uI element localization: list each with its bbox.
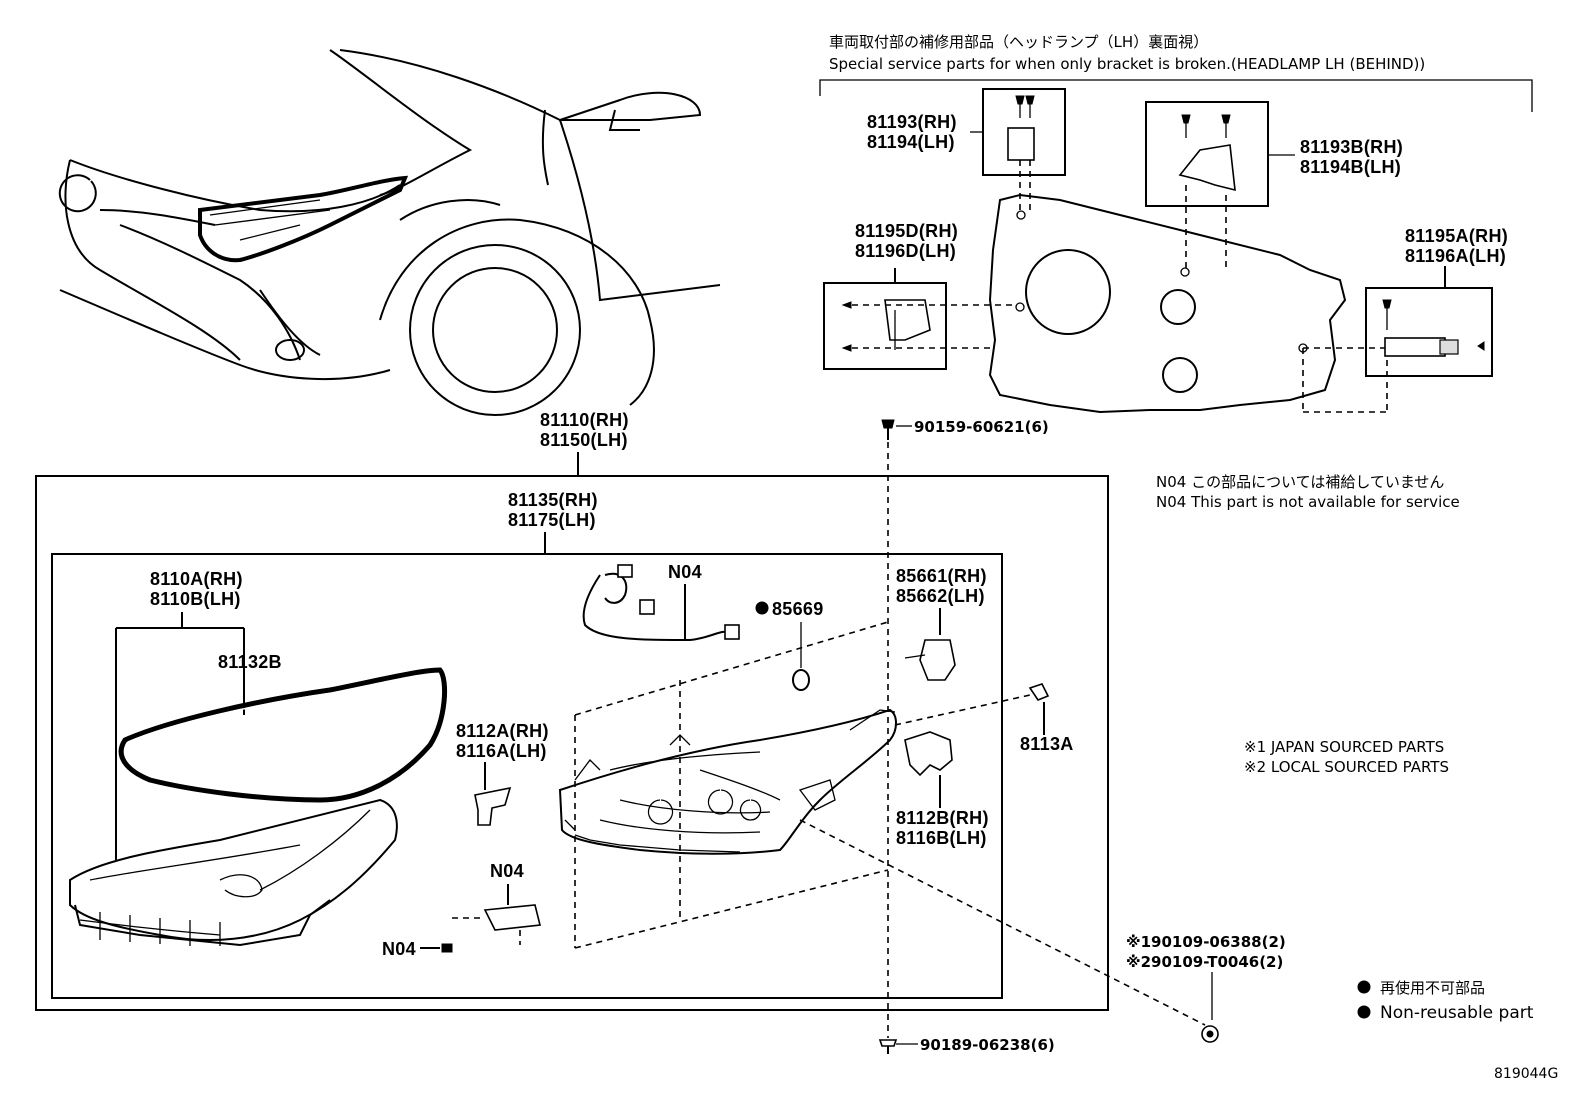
label-bolt-90159: 90159-60621(6)	[914, 418, 1049, 436]
label-8110A: 8110A(RH)	[150, 569, 243, 589]
part-box-81195A	[1365, 287, 1493, 377]
o-ring-85669	[792, 669, 810, 691]
assembly-box-81135	[51, 553, 1003, 999]
screw-n04-icon	[441, 943, 453, 953]
part-box-81193B	[1145, 101, 1269, 207]
bulb-socket-8113A	[1028, 683, 1050, 701]
legend-non-reusable-jp: 再使用不可部品	[1380, 979, 1485, 997]
actuator-85661	[904, 639, 956, 681]
headlamp-housing-81135	[558, 708, 897, 855]
label-8112A: 8112A(RH)	[456, 721, 549, 741]
label-85669: 85669	[772, 599, 824, 619]
label-nut-90189: 90189-06238(6)	[920, 1036, 1055, 1054]
bracket-81195D-icon	[841, 299, 931, 352]
legend-dot-en	[1357, 1005, 1371, 1019]
label-screw-local: ※290109-T0046(2)	[1126, 953, 1283, 971]
label-81193B: 81193B(RH)	[1300, 137, 1403, 157]
label-81194B: 81194B(LH)	[1300, 157, 1401, 177]
bracket-81195A-icon	[1382, 299, 1485, 357]
lens-8110A	[69, 798, 398, 947]
label-81132B: 81132B	[218, 652, 282, 672]
assembly-box-81110	[35, 475, 1109, 1011]
label-8116B: 8116B(LH)	[896, 828, 987, 848]
label-8116A: 8116A(LH)	[456, 741, 547, 761]
label-n04-module: N04	[490, 861, 524, 881]
label-81195A: 81195A(RH)	[1405, 226, 1508, 246]
bracket-81193B-icon	[1178, 114, 1236, 192]
nut-90189-icon	[878, 1039, 898, 1054]
legend-dot-jp	[1357, 980, 1371, 994]
bracket-8112B	[904, 731, 953, 777]
bolt-90159-icon	[881, 419, 895, 440]
label-n04-wire: N04	[668, 562, 702, 582]
label-81135: 81135(RH)	[508, 490, 598, 510]
figure-id: 819044G	[1494, 1066, 1558, 1082]
label-81194: 81194(LH)	[867, 132, 955, 152]
gasket-81132B	[118, 667, 448, 803]
header-bracket	[819, 79, 1533, 112]
note-n04-en: N04 This part is not available for servi…	[1156, 493, 1460, 511]
label-81195D: 81195D(RH)	[855, 221, 958, 241]
legend-non-reusable-en: Non-reusable part	[1380, 1003, 1534, 1023]
wire-harness-n04	[582, 564, 740, 642]
car-front-illustration	[58, 49, 721, 416]
note-n04-jp: N04 この部品については補給していません	[1156, 473, 1444, 491]
label-screw-japan: ※190109-06388(2)	[1126, 933, 1286, 951]
label-85662: 85662(LH)	[896, 586, 985, 606]
ecu-module-n04	[452, 904, 541, 945]
label-8110B: 8110B(LH)	[150, 589, 241, 609]
label-81110: 81110(RH)	[540, 410, 629, 430]
non-reusable-dot-85669	[755, 601, 769, 615]
header-jp: 車両取付部の補修用部品（ヘッドランプ（LH）裏面視）	[829, 33, 1208, 51]
screw-90109-icon	[1201, 1025, 1219, 1043]
clip-81193-icon	[1007, 95, 1035, 161]
headlamp-back-housing	[988, 193, 1347, 414]
part-box-81195D	[823, 282, 947, 370]
label-8113A: 8113A	[1020, 734, 1074, 754]
note-japan-sourced: ※1 JAPAN SOURCED PARTS	[1244, 738, 1444, 756]
label-8112B: 8112B(RH)	[896, 808, 989, 828]
label-n04-screw: N04	[382, 939, 416, 959]
label-81150: 81150(LH)	[540, 430, 628, 450]
bracket-8112A	[474, 786, 512, 826]
label-81196D: 81196D(LH)	[855, 241, 956, 261]
label-81175: 81175(LH)	[508, 510, 596, 530]
header-en: Special service parts for when only brac…	[829, 55, 1425, 73]
note-local-sourced: ※2 LOCAL SOURCED PARTS	[1244, 758, 1449, 776]
label-81196A: 81196A(LH)	[1405, 246, 1506, 266]
label-85661: 85661(RH)	[896, 566, 987, 586]
label-81193: 81193(RH)	[867, 112, 957, 132]
